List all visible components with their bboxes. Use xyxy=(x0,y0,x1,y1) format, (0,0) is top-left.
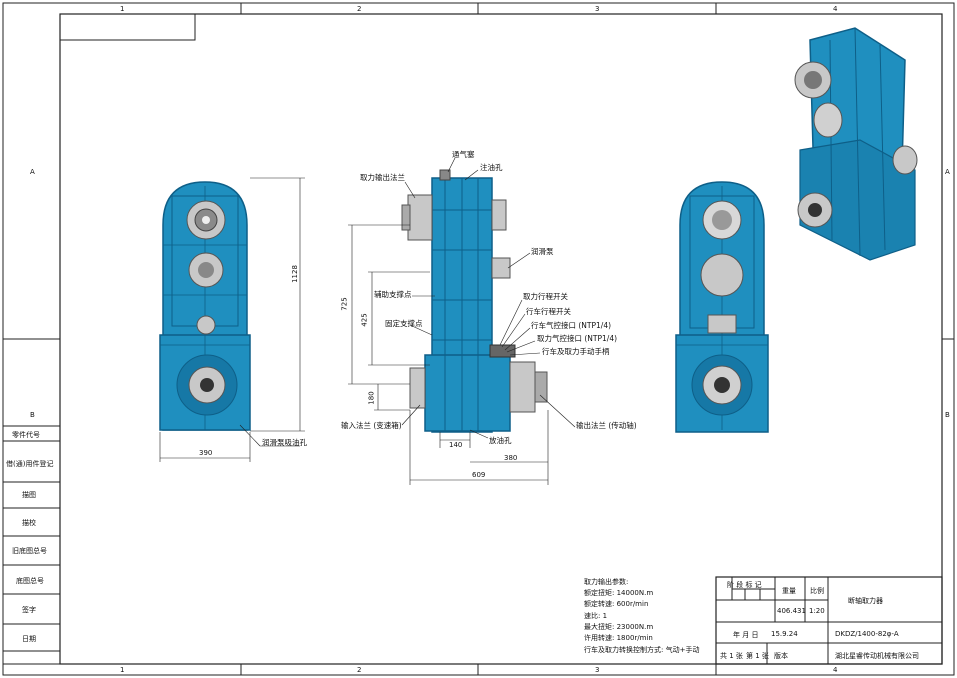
tb-date-label: 年 月 日 xyxy=(733,631,759,639)
front-small-boss xyxy=(196,315,216,335)
col-marker-1-bottom: 1 xyxy=(120,666,125,674)
strip-trace-check: 描校 xyxy=(22,519,36,527)
dim-380: 380 xyxy=(504,454,518,462)
side-top-cap xyxy=(439,169,451,181)
front-lower-flange xyxy=(176,354,238,416)
label-lube-pump: 润滑泵 xyxy=(531,247,554,256)
iso-side-flange xyxy=(892,145,918,175)
col-marker-3: 3 xyxy=(595,5,600,13)
strip-signature: 签字 xyxy=(22,606,36,614)
tb-product-name: 断轴取力器 xyxy=(848,597,883,605)
row-marker-b-right: B xyxy=(945,411,950,419)
tb-scale-label: 比例 xyxy=(810,587,824,595)
row-marker-a: A xyxy=(30,168,35,176)
rear-lower-flange xyxy=(691,354,753,416)
param-ratio: 速比: 1 xyxy=(584,612,608,620)
tb-company: 湖北星睿传动机械有限公司 xyxy=(835,652,919,660)
strip-base-no: 底图总号 xyxy=(16,577,44,585)
tb-date-value: 15.9.24 xyxy=(771,630,798,638)
front-upper-flange xyxy=(186,200,226,240)
tb-total-sheets: 共 1 张 xyxy=(720,652,743,660)
tb-drawing-number: DKDZ/1400-82φ-A xyxy=(835,630,899,638)
col-marker-2: 2 xyxy=(357,5,362,13)
rear-top-gear xyxy=(702,200,742,240)
col-marker-4-bottom: 4 xyxy=(833,666,838,674)
label-drive-air-port: 行车气控接口 (NTP1/4) xyxy=(531,321,612,330)
param-rated-torque: 额定扭矩: 14000N.m xyxy=(584,589,654,597)
label-output-flange: 输出法兰 (传动轴) xyxy=(576,421,637,430)
tb-version: 版本 xyxy=(774,652,788,660)
col-marker-4: 4 xyxy=(833,5,838,13)
param-allowed-speed: 许用转速: 1800r/min xyxy=(584,634,653,642)
label-aux-support: 辅助支撑点 xyxy=(374,290,412,299)
col-marker-3-bottom: 3 xyxy=(595,666,600,674)
tb-weight-value: 406.431 xyxy=(777,607,806,615)
side-pump xyxy=(491,257,511,279)
tb-weight-label: 重量 xyxy=(782,587,796,595)
label-oil-fill: 注油孔 xyxy=(480,163,503,172)
dim-140: 140 xyxy=(449,441,463,449)
tb-scale-value: 1:20 xyxy=(809,607,825,615)
iso-middle-cover xyxy=(813,102,843,138)
col-marker-1: 1 xyxy=(120,5,125,13)
front-middle-gear xyxy=(188,252,224,288)
label-fixed-support: 固定支撑点 xyxy=(385,319,423,328)
label-input-flange: 输入法兰 (变速箱) xyxy=(341,421,402,430)
row-marker-a-right: A xyxy=(945,168,950,176)
label-pto-air-port: 取力气控接口 (NTP1/4) xyxy=(537,334,618,343)
tb-stage-label: 阶 段 标 记 xyxy=(727,581,762,589)
iso-gearbox-body xyxy=(799,27,916,261)
side-upper-flange xyxy=(401,194,507,241)
dim-609: 609 xyxy=(472,471,486,479)
label-drive-switch: 行车行程开关 xyxy=(526,307,571,316)
label-drain: 放油孔 xyxy=(489,436,512,445)
label-breather: 通气塞 xyxy=(452,150,475,159)
front-oil-suction-label: 润滑泵吸油孔 xyxy=(262,438,307,447)
label-pto-switch: 取力行程开关 xyxy=(523,292,568,301)
label-manual-handle: 行车及取力手动手柄 xyxy=(542,347,610,356)
tb-sheet-number: 第 1 张 xyxy=(746,652,769,660)
col-marker-2-bottom: 2 xyxy=(357,666,362,674)
rear-small-cover xyxy=(707,314,737,334)
strip-date: 日期 xyxy=(22,635,36,643)
strip-tracing: 描图 xyxy=(22,491,36,499)
param-heading: 取力输出参数: xyxy=(584,578,629,586)
row-marker-b: B xyxy=(30,411,35,419)
param-rated-speed: 额定转速: 600r/min xyxy=(584,600,649,608)
rear-middle-cover xyxy=(700,253,744,297)
iso-lower-flange xyxy=(797,192,833,228)
param-max-torque: 最大扭矩: 23000N.m xyxy=(584,623,654,631)
strip-borrow-register: 借(通)用件登记 xyxy=(6,460,54,468)
side-gearbox-body xyxy=(424,177,511,433)
strip-part-code: 零件代号 xyxy=(12,431,40,439)
strip-old-base-no: 旧底图总号 xyxy=(12,547,47,555)
label-pto-output-flange: 取力输出法兰 xyxy=(360,173,405,182)
param-control-mode: 行车及取力转换控制方式: 气动+手动 xyxy=(584,646,700,654)
side-lower-flanges xyxy=(409,344,548,413)
front-width-dim: 390 xyxy=(199,449,213,457)
iso-upper-flange xyxy=(794,61,832,99)
